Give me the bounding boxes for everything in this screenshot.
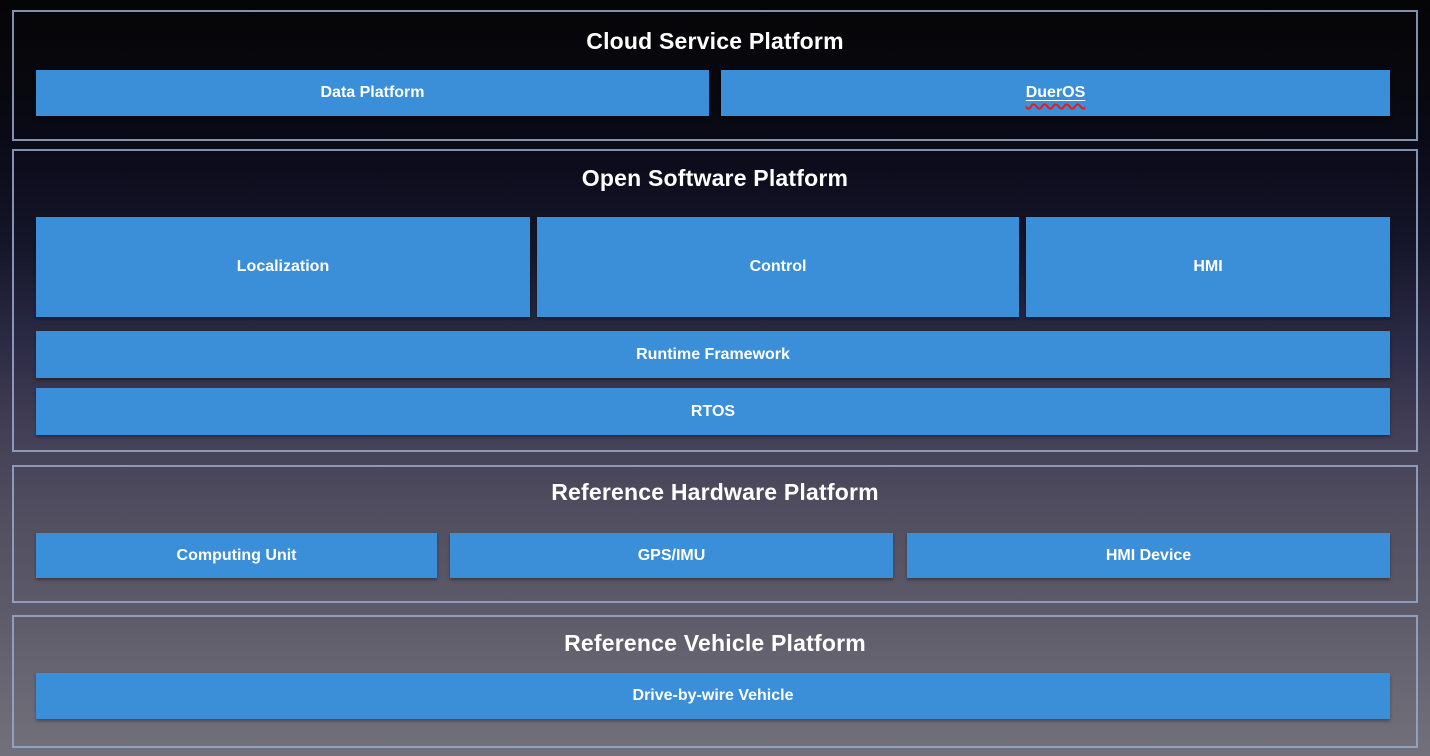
block-hmi: HMI bbox=[1026, 217, 1390, 317]
block-computing-unit-label: Computing Unit bbox=[176, 546, 297, 564]
section-open-software-platform: Open Software Platform Localization Cont… bbox=[12, 149, 1418, 452]
block-rtos-label: RTOS bbox=[690, 402, 736, 420]
reference-hardware-platform-title: Reference Hardware Platform bbox=[551, 479, 879, 505]
block-localization: Localization bbox=[36, 217, 530, 317]
block-drive-by-wire-vehicle: Drive-by-wire Vehicle bbox=[36, 673, 1390, 719]
block-gps-imu: GPS/IMU bbox=[450, 533, 893, 578]
block-hmi-label: HMI bbox=[1193, 258, 1223, 275]
block-gps-imu-label: GPS/IMU bbox=[637, 546, 706, 564]
block-hmi-device-label: HMI Device bbox=[1105, 546, 1192, 564]
block-hmi-device: HMI Device bbox=[907, 533, 1390, 578]
block-data-platform: Data Platform bbox=[36, 70, 709, 116]
cloud-service-platform-title: Cloud Service Platform bbox=[586, 28, 844, 54]
section-cloud-service-platform: Cloud Service Platform Data Platform Due… bbox=[12, 10, 1418, 141]
open-software-platform-title: Open Software Platform bbox=[581, 165, 849, 191]
block-rtos: RTOS bbox=[36, 388, 1390, 435]
block-dueros: DuerOS bbox=[721, 70, 1390, 116]
reference-vehicle-platform-title: Reference Vehicle Platform bbox=[564, 630, 866, 656]
dueros-underline: DuerOS bbox=[1026, 84, 1086, 102]
block-computing-unit: Computing Unit bbox=[36, 533, 437, 578]
block-runtime-framework-label: Runtime Framework bbox=[636, 345, 790, 363]
block-control-label: Control bbox=[749, 258, 807, 275]
section-reference-vehicle-platform: Reference Vehicle Platform Drive-by-wire… bbox=[12, 615, 1418, 748]
block-dueros-label: DuerOS bbox=[1025, 84, 1086, 101]
block-data-platform-label: Data Platform bbox=[320, 84, 425, 101]
block-localization-label: Localization bbox=[236, 258, 330, 275]
block-runtime-framework: Runtime Framework bbox=[36, 331, 1390, 378]
block-drive-by-wire-vehicle-label: Drive-by-wire Vehicle bbox=[632, 687, 794, 704]
section-reference-hardware-platform: Reference Hardware Platform Computing Un… bbox=[12, 465, 1418, 603]
block-control: Control bbox=[537, 217, 1019, 317]
